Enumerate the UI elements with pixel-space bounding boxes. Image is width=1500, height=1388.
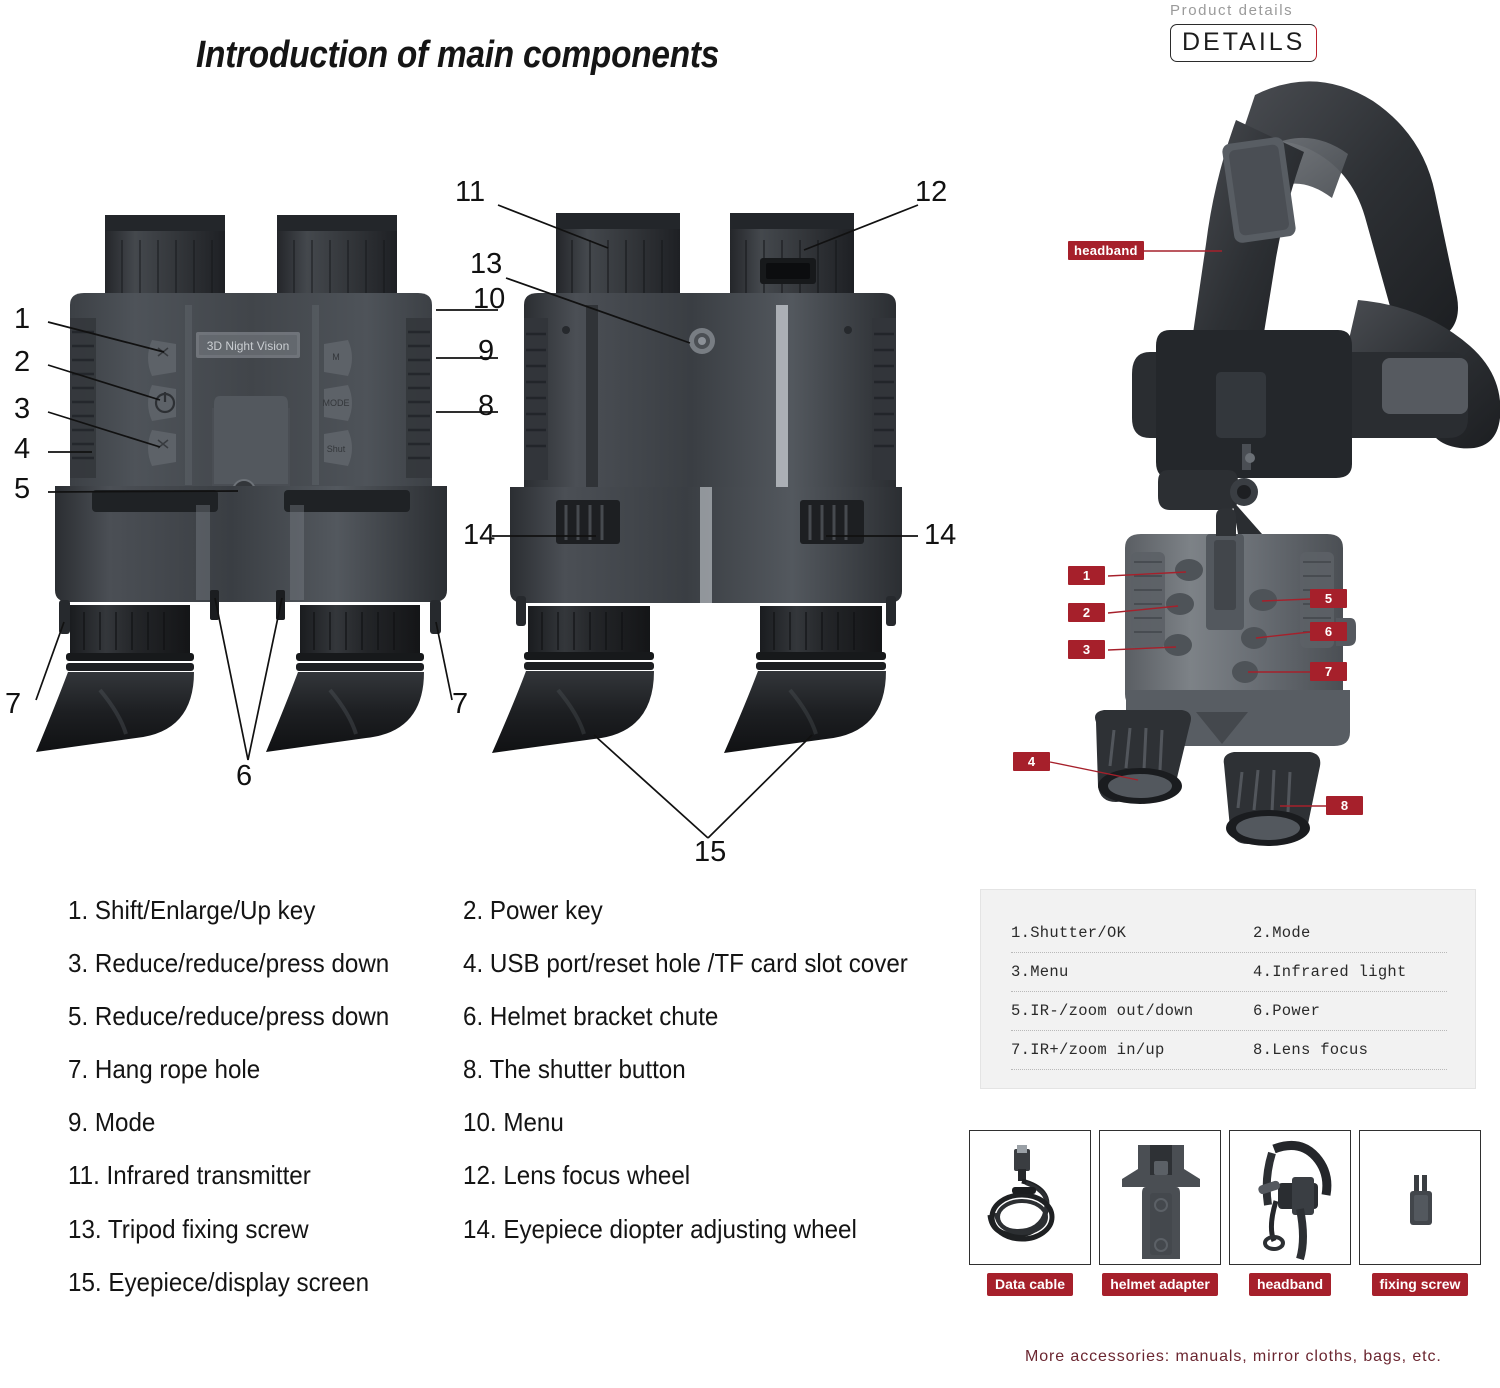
legend-item-14: 14. Eyepiece diopter adjusting wheel bbox=[463, 1213, 857, 1244]
callout-14-right: 14 bbox=[924, 519, 957, 551]
legend-item-3: 3. Reduce/reduce/press down bbox=[68, 948, 390, 979]
photo-callout-7: 7 bbox=[1310, 662, 1347, 681]
fn-2: 2.Mode bbox=[1253, 924, 1311, 942]
svg-text:3D Night Vision: 3D Night Vision bbox=[207, 339, 290, 353]
callout-7-right: 7 bbox=[452, 688, 469, 720]
helmet-adapter-icon bbox=[1122, 1145, 1200, 1259]
callout-11: 11 bbox=[455, 176, 486, 208]
details-badge: DETAILS bbox=[1170, 24, 1318, 62]
device-front-view bbox=[492, 213, 902, 753]
callout-5: 5 bbox=[14, 473, 31, 505]
fn-table-row: 1.Shutter/OK 2.Mode bbox=[1011, 914, 1447, 953]
usb-cable-icon bbox=[987, 1145, 1055, 1242]
fn-1: 1.Shutter/OK bbox=[1011, 924, 1127, 942]
components-legend: 1. Shift/Enlarge/Up key 2. Power key 3. … bbox=[68, 893, 948, 1318]
callout-15: 15 bbox=[694, 836, 727, 868]
legend-item-7: 7. Hang rope hole bbox=[68, 1054, 261, 1085]
accessory-image-frame bbox=[1359, 1130, 1481, 1265]
accessory-label: headband bbox=[1248, 1273, 1332, 1296]
legend-row: 9. Mode 10. Menu bbox=[68, 1105, 948, 1140]
accessory-image-frame bbox=[1229, 1130, 1351, 1265]
legend-item-11: 11. Infrared transmitter bbox=[68, 1160, 311, 1191]
photo-callout-2: 2 bbox=[1068, 603, 1105, 622]
legend-item-2: 2. Power key bbox=[463, 895, 603, 925]
legend-row: 13. Tripod fixing screw 14. Eyepiece dio… bbox=[68, 1212, 948, 1247]
accessory-label: fixing screw bbox=[1371, 1273, 1469, 1296]
fn-table-row: 5.IR-/zoom out/down 6.Power bbox=[1011, 992, 1447, 1031]
legend-item-blank bbox=[463, 1265, 909, 1300]
device-rear-view: 3D Night Vision M MODE Shut bbox=[36, 215, 447, 752]
callout-13: 13 bbox=[470, 248, 503, 280]
photo-callout-3: 3 bbox=[1068, 640, 1105, 659]
fn-4: 4.Infrared light bbox=[1253, 963, 1407, 981]
legend-item-12: 12. Lens focus wheel bbox=[463, 1160, 691, 1191]
photo-callout-6: 6 bbox=[1310, 622, 1347, 641]
callout-12: 12 bbox=[915, 176, 948, 208]
photo-callout-8: 8 bbox=[1326, 796, 1363, 815]
button-function-table: 1.Shutter/OK 2.Mode 3.Menu 4.Infrared li… bbox=[980, 889, 1476, 1089]
leader-lines-left bbox=[35, 321, 453, 761]
legend-row: 15. Eyepiece/display screen bbox=[68, 1265, 948, 1300]
callout-9: 9 bbox=[478, 335, 495, 367]
headgear-photo bbox=[1095, 81, 1500, 846]
fn-3: 3.Menu bbox=[1011, 963, 1069, 981]
legend-item-15: 15. Eyepiece/display screen bbox=[68, 1266, 370, 1297]
fixing-screw-icon bbox=[1410, 1175, 1432, 1225]
callout-10: 10 bbox=[473, 283, 506, 315]
svg-text:Shut: Shut bbox=[327, 444, 346, 454]
legend-item-4: 4. USB port/reset hole /TF card slot cov… bbox=[463, 948, 908, 979]
accessory-label: helmet adapter bbox=[1102, 1273, 1218, 1296]
legend-row: 3. Reduce/reduce/press down 4. USB port/… bbox=[68, 946, 948, 981]
legend-row: 11. Infrared transmitter 12. Lens focus … bbox=[68, 1158, 948, 1193]
callout-4: 4 bbox=[14, 433, 31, 465]
callout-6: 6 bbox=[236, 760, 253, 792]
legend-item-6: 6. Helmet bracket chute bbox=[463, 1001, 719, 1032]
details-kicker: Product details bbox=[1170, 2, 1294, 19]
fn-table-row: 7.IR+/zoom in/up 8.Lens focus bbox=[1011, 1031, 1447, 1070]
accessory-item: fixing screw bbox=[1359, 1130, 1481, 1296]
photo-callout-4: 4 bbox=[1013, 752, 1050, 771]
headband-icon bbox=[1258, 1140, 1332, 1261]
legend-item-9: 9. Mode bbox=[68, 1107, 156, 1138]
fn-table-row: 3.Menu 4.Infrared light bbox=[1011, 953, 1447, 992]
photo-callout-5: 5 bbox=[1310, 589, 1347, 608]
svg-text:M: M bbox=[332, 352, 340, 362]
callout-1: 1 bbox=[14, 303, 31, 335]
legend-item-10: 10. Menu bbox=[463, 1107, 564, 1138]
callout-8: 8 bbox=[478, 390, 495, 422]
accessory-item: headband bbox=[1229, 1130, 1351, 1296]
legend-item-1: 1. Shift/Enlarge/Up key bbox=[68, 895, 316, 925]
accessory-image-frame bbox=[969, 1130, 1091, 1265]
legend-item-8: 8. The shutter button bbox=[463, 1054, 686, 1085]
legend-row: 1. Shift/Enlarge/Up key 2. Power key bbox=[68, 893, 948, 928]
accessory-item: helmet adapter bbox=[1099, 1130, 1221, 1296]
accessories-row: Data cable helmet adapter bbox=[969, 1130, 1481, 1296]
photo-callout-1: 1 bbox=[1068, 566, 1105, 585]
leader-lines-photo bbox=[1049, 250, 1326, 807]
fn-5: 5.IR-/zoom out/down bbox=[1011, 1002, 1194, 1020]
leader-lines-middle bbox=[436, 204, 919, 839]
accessories-caption: More accessories: manuals, mirror cloths… bbox=[1025, 1348, 1442, 1365]
legend-row: 5. Reduce/reduce/press down 6. Helmet br… bbox=[68, 999, 948, 1034]
accessory-item: Data cable bbox=[969, 1130, 1091, 1296]
headband-callout-label: headband bbox=[1068, 241, 1144, 260]
svg-text:MODE: MODE bbox=[323, 398, 350, 408]
callout-7-left: 7 bbox=[5, 688, 22, 720]
legend-item-5: 5. Reduce/reduce/press down bbox=[68, 1001, 390, 1032]
callout-14-left: 14 bbox=[463, 519, 496, 551]
fn-6: 6.Power bbox=[1253, 1002, 1321, 1020]
callout-2: 2 bbox=[14, 346, 31, 378]
legend-item-13: 13. Tripod fixing screw bbox=[68, 1213, 309, 1244]
accessory-image-frame bbox=[1099, 1130, 1221, 1265]
accessory-label: Data cable bbox=[986, 1273, 1074, 1296]
callout-3: 3 bbox=[14, 393, 31, 425]
legend-row: 7. Hang rope hole 8. The shutter button bbox=[68, 1052, 948, 1087]
fn-8: 8.Lens focus bbox=[1253, 1041, 1369, 1059]
fn-7: 7.IR+/zoom in/up bbox=[1011, 1041, 1165, 1059]
page-title: Introduction of main components bbox=[196, 34, 720, 76]
